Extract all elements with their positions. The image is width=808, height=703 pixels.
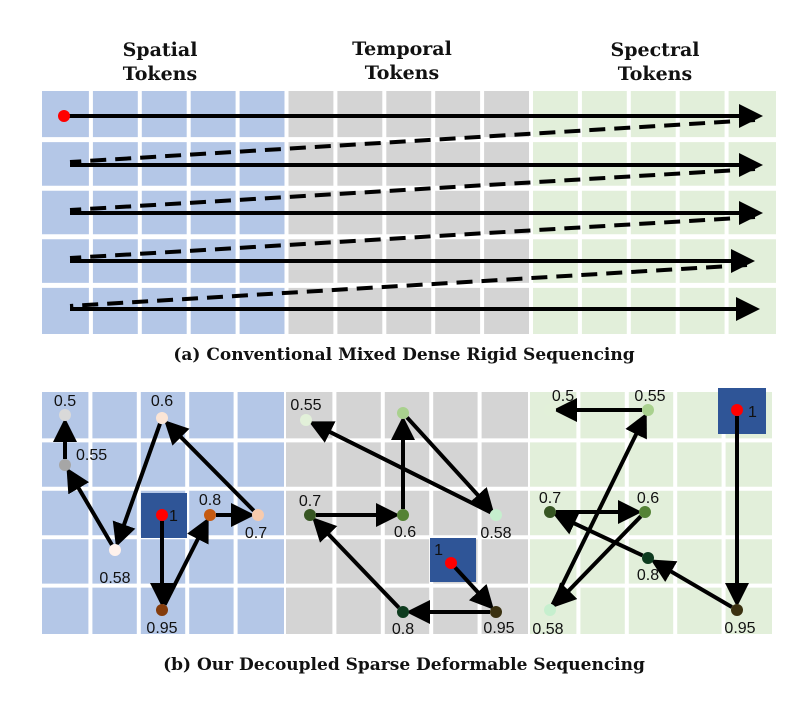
spectral-score-label: 0.55	[634, 388, 665, 405]
temporal-score-label: 0.95	[483, 620, 514, 637]
temporal-sequence-arrow	[308, 421, 492, 515]
temporal-sequence-arrow	[312, 517, 401, 610]
spectral-tokens-header: Spectral Tokens	[610, 39, 700, 85]
spatial-token-dot	[59, 459, 71, 471]
spectral-token-dot	[642, 404, 654, 416]
temporal-token-dot	[300, 414, 312, 426]
start-dot	[58, 110, 70, 122]
temporal-tokens-header: Temporal Tokens	[352, 38, 452, 84]
spectral-score-label: 0.95	[724, 620, 755, 637]
spatial-token-dot	[204, 509, 216, 521]
spectral-score-label: 0.5	[552, 388, 574, 405]
spectral-sequence-arrow	[550, 412, 647, 606]
spectral-sequence-arrow	[552, 512, 644, 558]
temporal-token-dot	[397, 509, 409, 521]
spatial-token-dot	[109, 544, 121, 556]
return-dashed-line	[69, 263, 748, 308]
spatial-token-dot	[156, 604, 168, 616]
caption-b: (b) Our Decoupled Sparse Deformable Sequ…	[163, 655, 645, 675]
temporal-token-dot	[397, 407, 409, 419]
temporal-score-label: 0.7	[299, 493, 321, 510]
spatial-score-label: 0.58	[99, 570, 130, 587]
spectral-sequence-arrow	[552, 514, 643, 608]
spectral-token-dot	[544, 506, 556, 518]
temporal-token-dot	[490, 509, 502, 521]
spatial-sequence-arrow	[112, 422, 162, 548]
panel-a-scan-arrows	[58, 104, 763, 321]
temporal-token-dot	[304, 509, 316, 521]
spectral-token-dot	[642, 552, 654, 564]
temporal-sequence-arrow	[453, 566, 494, 610]
return-dashed-line	[69, 215, 756, 260]
spectral-score-label: 0.58	[532, 621, 563, 638]
spectral-score-label: 0.7	[539, 490, 561, 507]
temporal-token-dot	[397, 606, 409, 618]
spatial-score-label: 0.5	[54, 393, 76, 410]
return-dashed-line	[69, 167, 756, 212]
spatial-score-label: 0.95	[146, 620, 177, 637]
spatial-sequence-arrow	[162, 517, 209, 606]
spatial-score-label: 0.55	[76, 447, 107, 464]
spatial-score-label: 1	[169, 508, 178, 525]
panel-b-token-nodes: 1 0.95 0.8 0.7 0.6 0.58 0.55 0.5 1 0.95 0.8 0.7 0.6 0…	[54, 388, 757, 638]
spectral-token-dot	[639, 506, 651, 518]
spatial-score-label: 0.7	[245, 525, 267, 542]
spectral-token-dot	[731, 404, 743, 416]
spatial-token-dot	[59, 409, 71, 421]
spectral-token-dot	[544, 604, 556, 616]
spectral-score-label: 1	[748, 404, 757, 421]
temporal-score-label: 0.6	[394, 524, 416, 541]
spectral-sequence-arrow	[650, 559, 733, 609]
caption-a: (a) Conventional Mixed Dense Rigid Seque…	[173, 345, 635, 365]
spatial-score-label: 0.8	[199, 492, 221, 509]
temporal-score-label: 0.58	[480, 525, 511, 542]
spatial-score-label: 0.6	[151, 393, 173, 410]
temporal-score-label: 0.8	[392, 621, 414, 638]
temporal-score-label: 1	[434, 542, 443, 559]
spectral-token-dot	[731, 604, 743, 616]
temporal-score-label: 0.55	[290, 397, 321, 414]
temporal-token-dot	[490, 606, 502, 618]
panel-b-sequence-arrows	[53, 398, 749, 624]
spatial-tokens-header: Spatial Tokens	[122, 39, 198, 85]
spectral-token-dot	[544, 404, 556, 416]
spatial-token-dot	[156, 509, 168, 521]
spatial-token-dot	[156, 412, 168, 424]
spatial-sequence-arrow	[66, 467, 114, 546]
spectral-score-label: 0.8	[637, 567, 659, 584]
spatial-token-dot	[252, 509, 264, 521]
temporal-sequence-arrow	[405, 416, 494, 513]
spectral-score-label: 0.6	[637, 490, 659, 507]
temporal-token-dot	[445, 557, 457, 569]
return-dashed-line	[69, 118, 756, 164]
spatial-sequence-arrow	[164, 420, 256, 513]
